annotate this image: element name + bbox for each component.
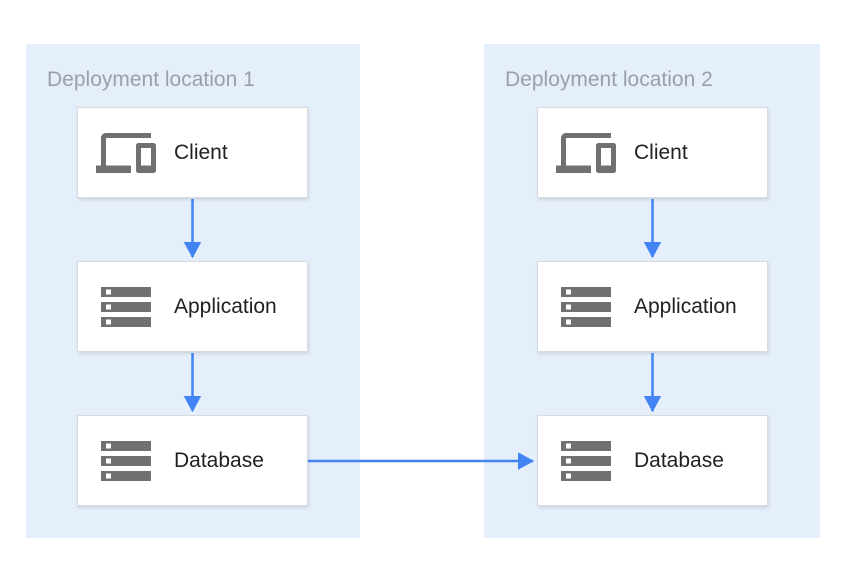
deployment-location-2-title: Deployment location 2 bbox=[505, 68, 713, 91]
node-label: Database bbox=[634, 448, 724, 472]
node-client-location-2: Client bbox=[537, 107, 768, 198]
devices-icon bbox=[555, 130, 617, 176]
node-label: Database bbox=[174, 448, 264, 472]
node-database-location-1: Database bbox=[77, 415, 308, 506]
node-application-location-2: Application bbox=[537, 261, 768, 352]
node-label: Client bbox=[634, 140, 688, 164]
storage-icon bbox=[95, 286, 157, 327]
storage-icon bbox=[555, 440, 617, 481]
storage-icon bbox=[95, 440, 157, 481]
node-label: Application bbox=[174, 294, 277, 318]
devices-icon bbox=[95, 130, 157, 176]
deployment-location-1-title: Deployment location 1 bbox=[47, 68, 255, 91]
node-database-location-2: Database bbox=[537, 415, 768, 506]
node-client-location-1: Client bbox=[77, 107, 308, 198]
node-application-location-1: Application bbox=[77, 261, 308, 352]
node-label: Application bbox=[634, 294, 737, 318]
node-label: Client bbox=[174, 140, 228, 164]
storage-icon bbox=[555, 286, 617, 327]
